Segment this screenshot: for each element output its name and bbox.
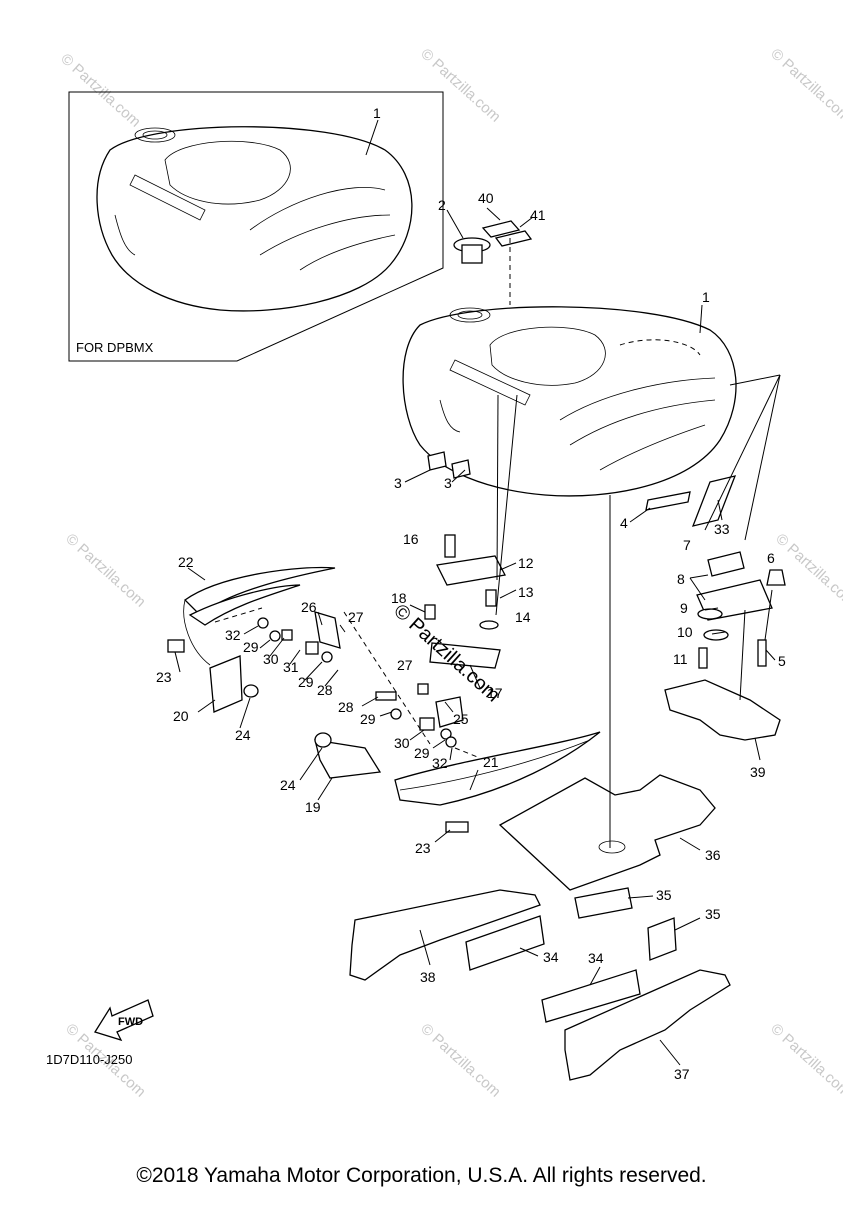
callout-12: 12 [518,555,534,571]
callout-3b: 3 [444,475,452,491]
callout-29a: 29 [243,639,259,655]
center-bracket [424,534,506,669]
svg-text:© Partzilla.com: © Partzilla.com [767,45,843,125]
callout-37: 37 [674,1066,690,1082]
callout-34a: 34 [543,949,559,965]
callout-5: 5 [778,653,786,669]
fuel-cap-parts [453,220,533,264]
callout-20: 20 [173,708,189,724]
callout-3a: 3 [394,475,402,491]
svg-text:© Partzilla.com: © Partzilla.com [767,1020,843,1100]
callout-33: 33 [714,521,730,537]
right-mount-parts [664,551,786,741]
leader-lines [174,119,781,1066]
callout-8: 8 [677,571,685,587]
callout-16: 16 [403,531,419,547]
callout-29b: 29 [298,674,314,690]
callout-21: 21 [483,754,499,770]
callout-24b: 24 [280,777,296,793]
callout-31a: 31 [283,659,299,675]
callout-17: 17 [487,685,503,701]
copyright-notice: ©2018 Yamaha Motor Corporation, U.S.A. A… [136,1164,707,1187]
callout-38: 38 [420,969,436,985]
callout-40: 40 [478,190,494,206]
callout-28a: 28 [317,682,333,698]
callout-23b: 23 [415,840,431,856]
callout-25: 25 [453,711,469,727]
callout-27b: 27 [397,657,413,673]
drawing-code: 1D7D110-J250 [46,1052,133,1067]
side-panel-38 [349,889,541,981]
callout-36: 36 [705,847,721,863]
side-panel-37 [564,969,731,1081]
callout-29d: 29 [414,745,430,761]
callout-13: 13 [518,584,534,600]
svg-text:© Partzilla.com: © Partzilla.com [772,530,843,610]
callout-22: 22 [178,554,194,570]
callout-18: 18 [391,590,407,606]
svg-text:© Partzilla.com: © Partzilla.com [62,530,148,610]
callout-1-main: 1 [702,289,710,305]
callout-28b: 28 [338,699,354,715]
callout-4: 4 [620,515,628,531]
inset-label: FOR DPBMX [76,340,154,355]
dampers [465,887,677,1023]
callout-1-inset: 1 [373,105,381,121]
callout-27a: 27 [348,609,364,625]
callout-35a: 35 [656,887,672,903]
callout-34b: 34 [588,950,604,966]
small-pads [427,451,737,527]
svg-text:© Partzilla.com: © Partzilla.com [417,1020,503,1100]
inset-frame [68,91,444,362]
fwd-label: FWD [118,1016,143,1028]
callout-labels: 1 1 2 40 41 3 3 4 33 7 6 8 9 10 11 5 39 … [156,105,786,1082]
svg-text:© Partzilla.com: © Partzilla.com [57,50,143,130]
callout-41: 41 [530,207,546,223]
callout-30a: 30 [263,651,279,667]
callout-19: 19 [305,799,321,815]
svg-text:© Partzilla.com: © Partzilla.com [417,45,503,125]
callout-11: 11 [673,651,688,667]
main-fuel-tank [402,306,737,497]
inset-fuel-tank [96,126,413,312]
callout-24a: 24 [235,727,251,743]
callout-6: 6 [767,550,775,566]
callout-32b: 32 [432,755,448,771]
callout-9: 9 [680,600,688,616]
callout-35b: 35 [705,906,721,922]
fwd-arrow: FWD [94,999,154,1042]
callout-10: 10 [677,624,693,640]
callout-2: 2 [438,197,446,213]
lower-side-panel [314,683,601,833]
callout-32a: 32 [225,627,241,643]
callout-26: 26 [301,599,317,615]
callout-14: 14 [515,609,531,625]
callout-39: 39 [750,764,766,780]
callout-30b: 30 [394,735,410,751]
callout-23a: 23 [156,669,172,685]
callout-29c: 29 [360,711,376,727]
insulator-sheet [498,774,716,891]
callout-7: 7 [683,537,691,553]
